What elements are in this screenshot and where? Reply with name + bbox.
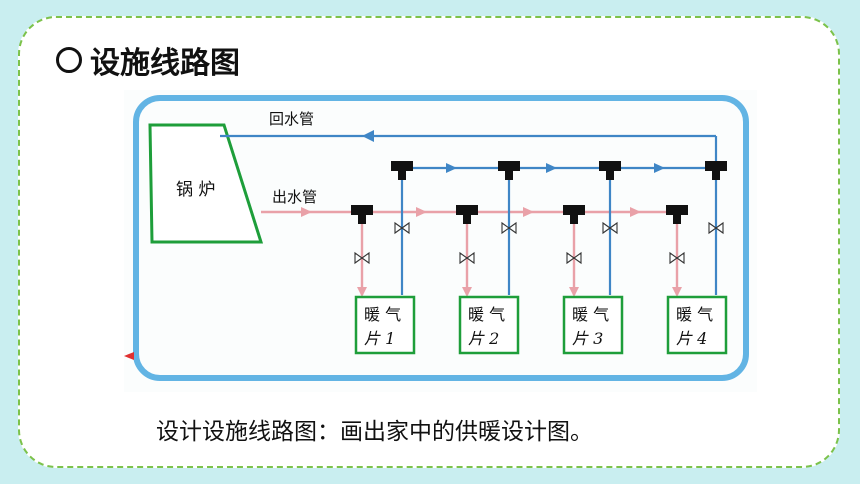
- svg-text:暖 气: 暖 气: [572, 305, 609, 324]
- caption: 设计设施线路图：画出家中的供暖设计图。: [156, 419, 593, 445]
- red-marker-icon: [124, 352, 134, 360]
- radiator-1: 暖 气 片 1: [354, 295, 416, 355]
- svg-text:片 3: 片 3: [572, 329, 603, 348]
- circle-bullet-icon: [56, 47, 82, 73]
- radiator-4: 暖 气 片 4: [666, 295, 728, 355]
- heading-text: 设施线路图: [90, 46, 240, 81]
- svg-text:片 4: 片 4: [676, 329, 707, 348]
- svg-text:暖 气: 暖 气: [364, 305, 401, 324]
- outer-loop: [133, 95, 749, 381]
- return-arrow-icon: [362, 130, 374, 142]
- svg-text:片 1: 片 1: [364, 329, 395, 348]
- svg-text:暖 气: 暖 气: [676, 305, 713, 324]
- radiator-3: 暖 气 片 3: [562, 295, 624, 355]
- svg-text:片 2: 片 2: [468, 329, 499, 348]
- heating-diagram: 锅 炉 回水管 出水管: [124, 90, 757, 392]
- svg-text:暖 气: 暖 气: [468, 305, 505, 324]
- radiator-2: 暖 气 片 2: [458, 295, 520, 355]
- supply-pipe-label: 出水管: [272, 188, 317, 206]
- return-pipe-label: 回水管: [269, 110, 314, 128]
- boiler-label: 锅 炉: [176, 180, 215, 200]
- section-heading: 设施线路图: [56, 38, 240, 82]
- boiler: [148, 123, 264, 244]
